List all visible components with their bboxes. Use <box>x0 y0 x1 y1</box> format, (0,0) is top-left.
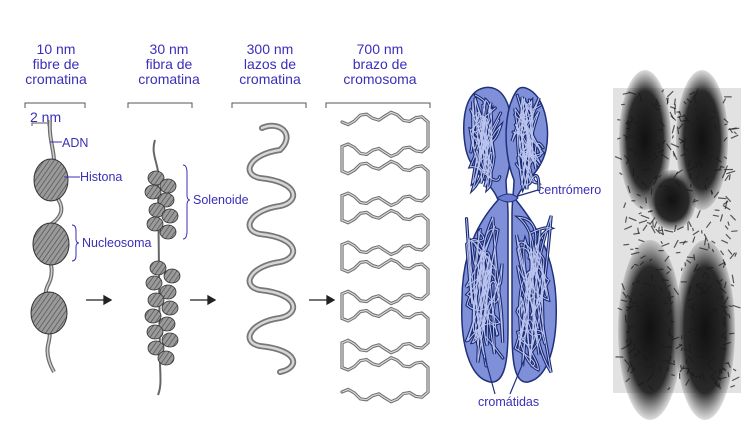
chromatin-bead <box>147 340 165 356</box>
chromosome-micrograph <box>613 70 741 420</box>
chromatin-bead <box>159 284 177 300</box>
dna-width-label: 2 nm <box>30 109 62 125</box>
chromatin-bead <box>161 300 179 316</box>
stage-label-300nm: 300 nm lazos de cromatina <box>228 42 312 87</box>
chromatin-bead <box>145 275 163 291</box>
stage-line1: fibre de <box>32 56 80 72</box>
stage-size: 10 nm <box>36 41 76 57</box>
dna-label: ADN <box>62 136 89 150</box>
stage-label-700nm: 700 nm brazo de cromosoma <box>330 42 430 87</box>
chromatin-bead <box>158 316 176 332</box>
stage-size: 300 nm <box>246 41 294 57</box>
stage1-pointers <box>50 141 80 262</box>
stage-label-30nm: 30 nm fibra de cromatina <box>124 42 214 87</box>
chromosome-arm <box>340 110 430 404</box>
stage-line2: cromosoma <box>343 71 417 87</box>
chromatin-bead <box>144 184 162 200</box>
solenoid-brace <box>182 164 191 240</box>
histone-bead <box>32 222 70 266</box>
chromatin-bead <box>147 292 165 308</box>
stage-line2: cromatina <box>25 71 87 87</box>
chromatin-bead <box>159 224 177 240</box>
solenoid-fibre <box>144 139 181 396</box>
stage-line2: cromatina <box>239 71 301 87</box>
chromatin-bead <box>146 324 164 340</box>
chromatin-bead <box>144 308 162 324</box>
chromatin-bead <box>161 208 179 224</box>
chromatin-bead <box>163 268 181 284</box>
solenoid-label: Solenoide <box>193 193 249 207</box>
histone-label: Histona <box>80 170 123 184</box>
histone-bead <box>33 158 69 202</box>
chromosome-pointers <box>484 189 539 395</box>
nucleosome-fibre <box>30 119 70 373</box>
nucleosome-label: Nucleosoma <box>82 236 152 250</box>
stage-line2: cromatina <box>138 71 200 87</box>
chromatin-bead <box>147 170 165 186</box>
histone-bead <box>30 291 68 335</box>
chromatids-label: cromátidas <box>478 395 540 409</box>
chromatin-bead <box>159 178 177 194</box>
stage-arrows <box>86 294 336 306</box>
stage-label-10nm: 10 nm fibre de cromatina <box>20 42 92 87</box>
stage-size: 700 nm <box>356 41 404 57</box>
chromosome-drawing <box>461 86 557 383</box>
stage-size: 30 nm <box>149 41 189 57</box>
chromatin-bead <box>157 350 175 366</box>
chromatin-bead <box>157 192 175 208</box>
stage-line1: fibra de <box>145 56 193 72</box>
chromatin-bead <box>161 332 179 348</box>
chromatin-loops <box>246 122 297 375</box>
stage-line1: brazo de <box>352 56 408 72</box>
chromatin-bead <box>149 260 167 276</box>
stage-line1: lazos de <box>243 56 297 72</box>
chromatin-bead <box>146 216 164 232</box>
centromere-label: centrómero <box>538 183 602 197</box>
